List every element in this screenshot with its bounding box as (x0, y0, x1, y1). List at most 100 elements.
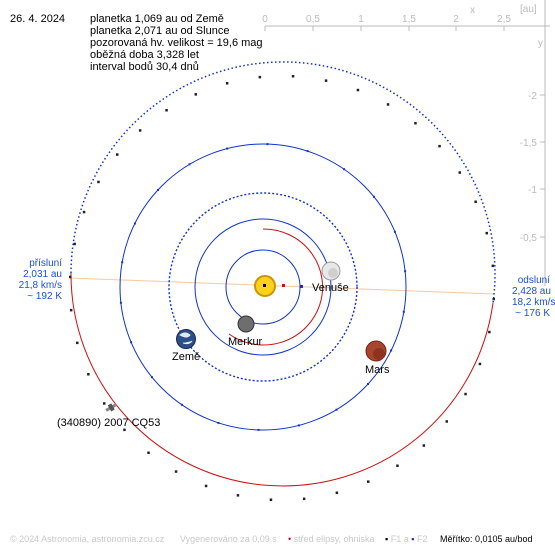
unit-label: [au] (520, 4, 537, 15)
asteroid-orbit-point (138, 129, 142, 132)
x-axis-tick-label: 2,5 (497, 14, 511, 25)
perihelion-temp: ~ 192 K (27, 291, 62, 302)
aphelion-distance: 2,428 au (512, 286, 551, 297)
legend-center-label: • střed elipsy, ohniska (288, 534, 375, 544)
mars-orbit-point (306, 150, 309, 153)
asteroid-orbit-dotted-arc (70, 61, 496, 304)
asteroid-orbit-point (147, 451, 150, 454)
asteroid-orbit-point (302, 497, 306, 501)
asteroid-orbit-point (165, 109, 168, 112)
asteroid-orbit-point (204, 484, 208, 488)
asteroid-orbit-point (269, 498, 273, 501)
mars-orbit-point (373, 195, 375, 198)
legend-f2-dot: ▪ (411, 534, 415, 544)
y-axis-tick-label: -2 (528, 91, 537, 102)
asteroid-orbit-point (474, 200, 477, 203)
mercury (237, 315, 255, 333)
x-axis-tick-label: 1,5 (402, 14, 416, 25)
mars-orbit-point (266, 143, 269, 146)
perihelion-distance: 2,031 au (23, 269, 62, 280)
y-axis-tick-label: -1,5 (520, 138, 538, 149)
asteroid-orbit-point (123, 428, 126, 432)
aphelion-info: odsluní 2,428 au 18,2 km/s ~ 176 K (512, 275, 555, 319)
generated-time: Vygenerováno za 0,09 s (180, 534, 277, 544)
asteroid-orbit-point (491, 264, 495, 268)
asteroid-orbit-point (225, 82, 229, 85)
asteroid-orbit-point (73, 242, 76, 246)
asteroid-orbit-point (69, 308, 73, 312)
asteroid-orbit-point (103, 402, 106, 405)
asteroid-orbit-point (356, 88, 360, 92)
asteroid-orbit-point (335, 491, 339, 494)
asteroid-orbit-point (478, 362, 482, 366)
perihelion-speed: 21,8 km/s (18, 280, 62, 291)
asteroid-orbit-point (76, 341, 79, 345)
asteroid-orbit-inner-arc (228, 228, 324, 346)
venus-label: Venuše (312, 282, 349, 294)
perihelion-title: přísluní (29, 258, 62, 269)
asteroid-orbit-point (488, 330, 491, 334)
venus-shade (328, 268, 338, 278)
asteroid-orbit-point (464, 392, 467, 396)
earth-clouds (179, 332, 193, 345)
legend-foci-label: ▪ F1 a ▪ F2 (385, 534, 427, 544)
earth (176, 329, 196, 349)
sun-focus-marker (263, 284, 266, 287)
aphelion-speed: 18,2 km/s (512, 297, 555, 308)
mars-orbit-point (119, 301, 122, 304)
y-axis-ticks: -2-1,5-1-0,5 (520, 91, 545, 244)
scale-label: Měřítko: 0,0105 au/bod (440, 534, 533, 544)
asteroid-orbit-point (291, 75, 295, 78)
info-line-3: pozorovaná hv. velikost = 19,6 mag (90, 37, 263, 49)
aphelion-title: odsluní (517, 275, 550, 286)
mars-orbit (119, 143, 407, 431)
mars-orbit-point (217, 421, 220, 424)
asteroid-orbit-point (97, 180, 100, 184)
asteroid-orbit-point (492, 297, 495, 301)
mars-orbit-point (257, 428, 260, 431)
asteroid-orbit-point (485, 231, 488, 235)
mercury-label: Merkur (228, 336, 263, 348)
mars-orbit-point (343, 168, 346, 171)
y-axis-corner-label: y (538, 38, 543, 49)
mars-orbit-point (157, 189, 159, 191)
y-axis-tick-label: -0,5 (520, 233, 538, 244)
asteroid-orbit-point (422, 444, 426, 447)
copyright-link[interactable]: © 2024 Astronomia, astronomia.zcu.cz (10, 534, 165, 544)
x-axis-tick-label: 0 (262, 14, 268, 25)
mars-orbit-point (226, 147, 229, 150)
earth-orbit (168, 192, 358, 382)
earth-label: Země (172, 351, 200, 363)
info-line-1: planetka 1,069 au od Země (90, 13, 224, 25)
asteroid-icon (105, 403, 118, 412)
asteroid-orbit-point (396, 464, 399, 467)
mars-orbit-point (121, 261, 124, 264)
mars-orbit-point (335, 408, 338, 411)
mars-orbit-point (402, 310, 405, 313)
legend-center-dot: • (288, 534, 292, 544)
asteroid-orbit-point (87, 373, 90, 376)
info-line-2: planetka 2,071 au od Slunce (90, 25, 230, 37)
legend-center-text: střed elipsy, ohniska (293, 534, 375, 544)
asteroid-orbit-point (386, 103, 390, 106)
asteroid-orbit-solid-arc (70, 272, 494, 487)
legend-f1-dot: ▪ (385, 534, 389, 544)
asteroid-orbit-point (367, 480, 370, 483)
asteroid-orbit-point (258, 75, 262, 79)
asteroid-orbit-point (236, 494, 240, 497)
mars-orbit-point (188, 163, 191, 166)
legend-f2-text: F2 (416, 534, 428, 544)
orbit-point-markers (69, 75, 495, 501)
asteroid-orbit-point (324, 79, 328, 82)
mars-orbit-point (297, 424, 300, 427)
x-axis-corner-label: x (470, 5, 475, 16)
asteroid-orbit-point (69, 275, 72, 279)
mars-shade (373, 348, 385, 360)
center-marker (282, 284, 285, 287)
asteroid-orbit-point (458, 171, 461, 174)
aphelion-temp: ~ 176 K (515, 308, 550, 319)
asteroid-orbit-point (414, 122, 417, 125)
mars-orbit-point (133, 222, 136, 225)
